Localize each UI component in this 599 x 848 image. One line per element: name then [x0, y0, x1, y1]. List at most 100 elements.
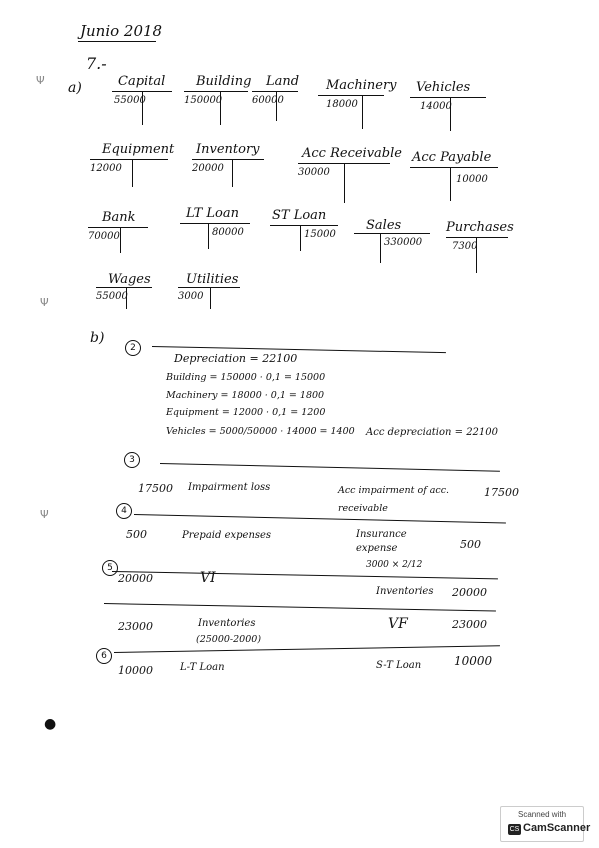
calc-note: 3000 × 2/12: [366, 560, 423, 570]
t-bar: [446, 237, 508, 238]
credit-amount: 500: [460, 538, 481, 551]
camscanner-logo-icon: CS: [508, 824, 521, 835]
credit-amount: 23000: [452, 618, 487, 631]
account-amount: 330000: [384, 237, 423, 248]
account-name: Acc Payable: [412, 150, 492, 165]
debit-amount: 20000: [118, 572, 153, 585]
credit-amount: 10000: [454, 654, 493, 668]
depreciation-line: Equipment = 12000 · 0,1 = 1200: [166, 407, 326, 418]
account-amount: 70000: [88, 231, 120, 242]
account-amount: 14000: [420, 101, 452, 112]
account-amount: 12000: [90, 163, 122, 174]
t-account-utilities: Utilities 3000: [178, 272, 240, 312]
journal-rule: [113, 645, 500, 653]
account-name: Building: [196, 74, 252, 89]
depreciation-line: Vehicles = 5000/50000 · 14000 = 1400: [166, 426, 355, 437]
t-account-st-loan: ST Loan 15000: [270, 208, 338, 258]
account-amount: 15000: [304, 229, 336, 240]
debit-account: Impairment loss: [188, 482, 271, 493]
camscanner-watermark: Scanned with CS CamScanner: [500, 806, 590, 842]
journal-rule: [103, 603, 496, 612]
hole-punch-mark: ●: [44, 716, 57, 732]
t-stem: [380, 233, 381, 263]
t-stem: [232, 159, 233, 187]
t-account-equipment: Equipment 12000: [90, 142, 174, 192]
debit-account: Inventories: [198, 618, 256, 629]
account-amount: 60000: [252, 95, 284, 106]
part-b-label: b): [90, 330, 105, 346]
account-amount: 55000: [96, 291, 128, 302]
t-bar: [178, 287, 240, 288]
t-account-sales: Sales 330000: [354, 218, 430, 268]
credit-account: VF: [388, 616, 408, 632]
account-name: Inventory: [196, 142, 260, 157]
account-name: Land: [266, 74, 300, 89]
credit-account: Acc depreciation = 22100: [366, 427, 499, 438]
watermark-line2: CamScanner: [523, 822, 591, 834]
t-bar: [180, 223, 250, 224]
title-underline: [78, 41, 156, 42]
debit-amount: 23000: [118, 620, 153, 633]
depreciation-heading: Depreciation = 22100: [174, 352, 298, 365]
t-stem: [276, 91, 277, 121]
account-name: Utilities: [186, 272, 239, 287]
hole-punch-mark: Ψ: [40, 508, 49, 521]
debit-amount: 17500: [138, 482, 173, 495]
t-bar: [270, 225, 338, 226]
hole-punch-mark: Ψ: [40, 296, 49, 309]
account-amount: 7300: [452, 241, 478, 252]
t-account-machinery: Machinery 18000: [318, 78, 397, 129]
t-bar: [354, 233, 430, 234]
account-amount: 3000: [178, 291, 204, 302]
account-amount: 150000: [184, 95, 223, 106]
t-bar: [192, 159, 264, 160]
debit-amount: 10000: [118, 664, 153, 677]
t-account-building: Building 150000: [184, 74, 252, 125]
journal-rule: [159, 463, 500, 472]
t-stem: [344, 163, 345, 203]
depreciation-line: Machinery = 18000 · 0,1 = 1800: [166, 390, 325, 401]
t-account-land: Land 60000: [252, 74, 300, 124]
debit-account: VI: [200, 570, 216, 586]
account-name: Acc Receivable: [302, 146, 402, 161]
account-amount: 20000: [192, 163, 224, 174]
entry-number: 4: [116, 503, 132, 519]
debit-account: Prepaid expenses: [182, 530, 272, 541]
question-number: 7.-: [86, 54, 107, 73]
t-stem: [120, 227, 121, 253]
credit-account: Insurance expense: [356, 529, 407, 554]
t-stem: [126, 287, 127, 309]
watermark-line1: Scanned with: [517, 810, 567, 819]
account-name: Equipment: [102, 142, 175, 157]
account-name: Wages: [108, 272, 151, 287]
t-stem: [476, 237, 477, 273]
t-stem: [142, 91, 143, 125]
t-stem: [132, 159, 133, 187]
account-name: Sales: [366, 218, 402, 233]
t-bar: [184, 91, 248, 92]
t-stem: [210, 287, 211, 309]
account-name: Vehicles: [416, 80, 471, 95]
t-account-acc-payable: Acc Payable 10000: [410, 150, 498, 201]
account-name: ST Loan: [272, 208, 327, 223]
t-stem: [450, 97, 451, 131]
entry-number: 6: [96, 648, 112, 664]
t-stem: [208, 223, 209, 249]
credit-amount: 17500: [484, 486, 519, 499]
credit-amount: 20000: [452, 586, 487, 599]
t-account-purchases: Purchases 7300: [446, 220, 514, 276]
t-stem: [300, 225, 301, 251]
t-account-lt-loan: LT Loan 80000: [180, 206, 250, 256]
t-bar: [410, 167, 498, 168]
credit-account: Inventories: [376, 586, 434, 597]
account-amount: 10000: [456, 174, 488, 185]
account-name: Purchases: [446, 220, 514, 235]
credit-account: S-T Loan: [376, 660, 422, 671]
account-amount: 30000: [298, 167, 330, 178]
t-stem: [220, 91, 221, 125]
entry-number: 5: [102, 560, 118, 576]
account-name: Bank: [102, 210, 136, 225]
t-bar: [96, 287, 152, 288]
t-account-wages: Wages 55000: [96, 272, 152, 312]
account-amount: 55000: [114, 95, 146, 106]
